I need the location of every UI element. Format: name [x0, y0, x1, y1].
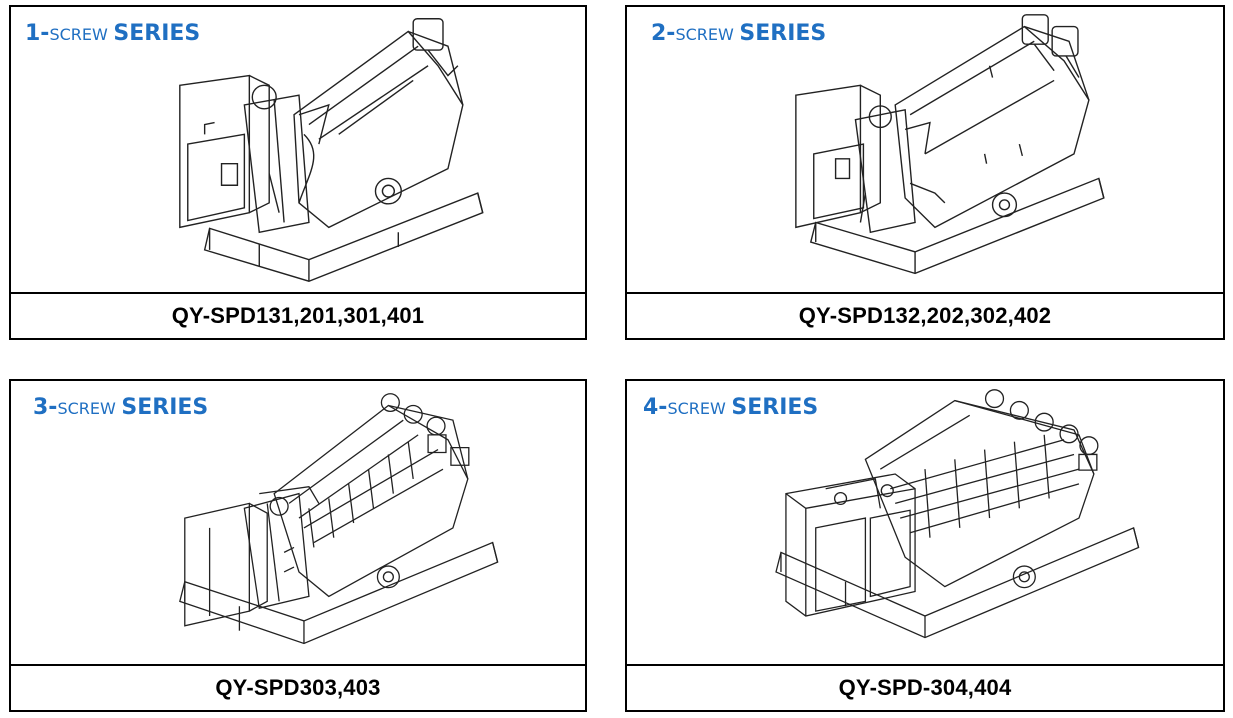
panel-image-area: 2-SCREW SERIES [627, 7, 1223, 294]
series-big-label: SERIES [731, 395, 819, 420]
model-caption: QY-SPD303,403 [215, 675, 381, 700]
series-title: 2-SCREW SERIES [651, 23, 826, 45]
model-caption: QY-SPD-304,404 [838, 675, 1012, 700]
series-small-label: SCREW [675, 25, 734, 44]
series-title: 1-SCREW SERIES [25, 23, 200, 45]
panel-image-area: 4-SCREW SERIES [627, 381, 1223, 666]
series-number: 3- [33, 395, 58, 420]
dewatering-machine-illustration [11, 7, 585, 292]
panel-3-screw: 3-SCREW SERIES [9, 379, 587, 712]
series-big-label: SERIES [739, 21, 827, 46]
panel-image-area: 3-SCREW SERIES [11, 381, 585, 666]
panel-image-area: 1-SCREW SERIES [11, 7, 585, 294]
series-number: 2- [651, 21, 676, 46]
series-title: 4-SCREW SERIES [643, 397, 818, 419]
series-small-label: SCREW [49, 25, 108, 44]
panel-1-screw: 1-SCREW SERIES [9, 5, 587, 340]
dewatering-machine-illustration [11, 381, 585, 664]
series-title: 3-SCREW SERIES [33, 397, 208, 419]
panel-2-screw: 2-SCREW SERIES [625, 5, 1225, 340]
dewatering-machine-illustration [627, 7, 1223, 292]
series-small-label: SCREW [57, 399, 116, 418]
series-big-label: SERIES [121, 395, 209, 420]
model-caption: QY-SPD131,201,301,401 [171, 303, 425, 328]
series-big-label: SERIES [113, 21, 201, 46]
model-caption: QY-SPD132,202,302,402 [798, 303, 1052, 328]
series-number: 4- [643, 395, 668, 420]
dewatering-machine-illustration [627, 381, 1223, 664]
series-small-label: SCREW [667, 399, 726, 418]
series-number: 1- [25, 21, 50, 46]
panel-4-screw: 4-SCREW SERIES [625, 379, 1225, 712]
